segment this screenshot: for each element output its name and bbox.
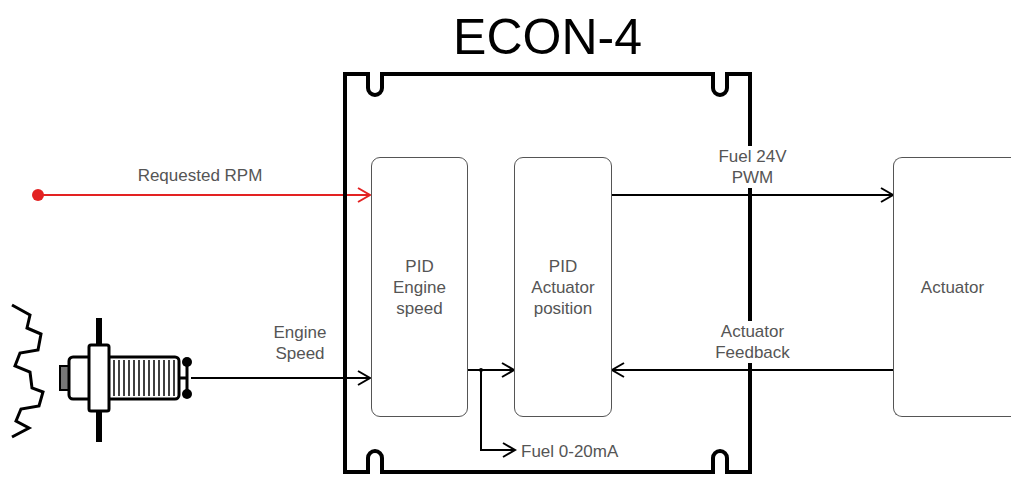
connector-line (468, 369, 514, 371)
signal-name: Fuel 0-20mA (521, 441, 618, 462)
thread-line (173, 360, 175, 396)
block-box: PID Actuator position (514, 157, 612, 417)
sensor-threads (114, 360, 174, 396)
signal-line (191, 377, 369, 379)
device-title: ECON-4 (343, 12, 752, 62)
signal-connector (468, 363, 514, 377)
speed-sensor (60, 318, 192, 442)
signal-connector (612, 188, 893, 202)
block-label: PID Engine speed (383, 256, 457, 319)
branch-line (481, 370, 514, 450)
thread-line (128, 360, 130, 396)
connector-line (612, 194, 893, 196)
sensor-body (69, 357, 179, 399)
thread-line (123, 360, 125, 396)
block-label: Actuator (916, 277, 990, 298)
gear-teeth (12, 305, 43, 437)
signal-name: Engine Speed (265, 322, 335, 364)
connector-label: Actuator Feedback (712, 321, 794, 363)
block-box: Actuator (893, 157, 1011, 417)
arrow-head (503, 443, 515, 457)
sensor-flange (89, 345, 109, 411)
controller-housing: ECON-4PID Engine speedPID Actuator posit… (343, 72, 752, 474)
arrow-head (881, 188, 893, 202)
thread-line (143, 360, 145, 396)
arrow-head (358, 188, 370, 202)
terminal-dot (182, 357, 192, 367)
signal-connector (612, 363, 893, 377)
connector-line (612, 369, 893, 371)
signal-line (38, 194, 369, 196)
thread-line (138, 360, 140, 396)
arrow-head (502, 363, 514, 377)
thread-line (148, 360, 150, 396)
thread-line (118, 360, 120, 396)
fuel-ma-branch (479, 368, 515, 457)
signal-name: Requested RPM (138, 165, 263, 186)
thread-line (158, 360, 160, 396)
terminal-dot (182, 389, 192, 399)
thread-line (163, 360, 165, 396)
requested-rpm-wire (32, 188, 370, 202)
thread-line (153, 360, 155, 396)
connector-label: Fuel 24V PWM (712, 146, 794, 188)
thread-line (168, 360, 170, 396)
arrow-head (612, 363, 624, 377)
thread-line (133, 360, 135, 396)
block-box: PID Engine speed (371, 157, 468, 417)
block-label: PID Actuator position (526, 256, 600, 319)
arrow-head (358, 371, 370, 385)
housing-border (345, 74, 750, 472)
thread-line (113, 360, 115, 396)
